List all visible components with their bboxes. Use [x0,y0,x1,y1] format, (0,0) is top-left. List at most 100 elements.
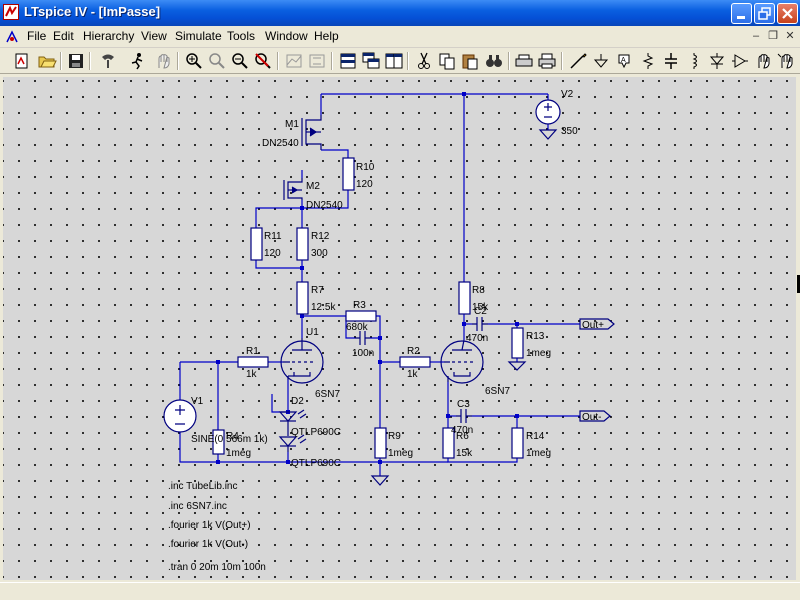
menu-hierarchy[interactable]: Hierarchy [83,29,135,43]
label-u1-model: 6SN7 [315,389,340,400]
mosfet-m2-icon [283,178,303,200]
ltspice-logo-icon [3,4,19,20]
schematic-doc-icon[interactable] [4,29,20,45]
copy-icon[interactable] [437,51,457,71]
ground-icon [538,129,558,140]
label-v1-value: SINE(0 566m 1k) [191,434,268,445]
resistor-r10-icon [342,157,355,191]
label-r12: R12 [311,231,330,242]
close-button[interactable] [777,3,798,24]
window-resize-edge[interactable] [797,275,800,293]
mosfet-m1-icon [301,115,322,150]
label-r14: R14 [526,431,545,442]
wire-icon[interactable] [568,51,588,71]
ground-icon[interactable] [591,51,611,71]
label-r8-value: 15k [472,302,489,313]
component-labels: M1 DN2540 M2 DN2540 R10 120 R11 120 R12 … [191,89,604,469]
label-r11-value: 120 [264,248,281,259]
label-m1: M1 [285,119,299,130]
label-icon[interactable]: A [614,51,634,71]
halt-icon[interactable] [153,51,173,71]
fit-icon[interactable] [307,51,327,71]
label-m2-model: DN2540 [306,200,343,211]
mdi-close-button[interactable]: ✕ [785,30,795,42]
tile-vertical-icon[interactable] [384,51,404,71]
cut-icon[interactable] [414,51,434,71]
run-icon[interactable] [128,51,148,71]
menu-tools[interactable]: Tools [227,29,256,43]
label-r3: R3 [353,300,366,311]
label-v2: V2 [561,89,574,100]
directive-fourier-outminus[interactable]: .fourier 1k V(Out-) [168,539,248,550]
schematic-window: M1 DN2540 M2 DN2540 R10 120 R11 120 R12 … [0,75,800,582]
label-r12-value: 300 [311,248,328,259]
schematic-canvas[interactable]: M1 DN2540 M2 DN2540 R10 120 R11 120 R12 … [3,77,796,580]
menu-window[interactable]: Window [265,29,308,43]
mdi-restore-button[interactable]: ❐ [768,30,778,42]
find-icon[interactable] [484,51,504,71]
resistor-icon[interactable] [638,51,658,71]
junction-dots [216,92,519,464]
move-icon[interactable] [753,51,773,71]
inductor-icon[interactable] [684,51,704,71]
restore-button[interactable] [754,3,775,24]
menu-view[interactable]: View [141,29,167,43]
zoom-in-icon[interactable] [184,51,204,71]
label-r1: R1 [246,346,259,357]
title-bar: LTspice IV - [ImPasse] [0,0,800,26]
paste-icon[interactable] [460,51,480,71]
voltage-source-v2-icon [535,99,561,125]
open-icon[interactable] [37,51,57,71]
resistor-r2-icon [399,356,431,368]
cascade-icon[interactable] [361,51,381,71]
ground-icon [370,475,390,486]
directive-inc-tubelib[interactable]: .inc TubeLib.inc [168,481,238,492]
zoom-pan-icon[interactable] [207,51,227,71]
save-icon[interactable] [66,51,86,71]
minimize-button[interactable] [731,3,752,24]
label-r7-value: 12.5k [311,302,336,313]
mdi-minimize-button[interactable]: – [752,30,760,42]
drag-icon[interactable] [776,51,796,71]
label-c3: C3 [457,399,470,410]
label-r8: R8 [472,285,485,296]
label-r9-value: 1meg [388,448,413,459]
directive-tran[interactable]: .tran 0 20m 10m 100n [168,562,266,573]
control-panel-icon[interactable] [98,51,118,71]
net-label-out-minus: Out- [582,412,601,423]
autorange-icon[interactable] [284,51,304,71]
label-d3-model: QTLP690C [291,458,341,469]
voltage-source-v1-icon [163,399,197,433]
label-m2: M2 [306,181,320,192]
triode-u1-icon [280,338,324,384]
toolbar: A [0,48,800,74]
menu-simulate[interactable]: Simulate [175,29,222,43]
label-r4-value: 1meg [226,448,251,459]
capacitor-icon[interactable] [661,51,681,71]
resistor-r4-icon [212,429,225,455]
label-r10-value: 120 [356,179,373,190]
label-c2-value: 470n [466,333,488,344]
resistor-r1-icon [237,356,269,368]
menu-file[interactable]: File [27,29,47,43]
label-r1-value: 1k [246,369,258,380]
directive-fourier-outplus[interactable]: .fourier 1k V(Out+) [168,520,251,531]
led-d2-icon [278,409,307,436]
component-icon[interactable] [730,51,750,71]
new-schematic-icon[interactable] [12,51,32,71]
menu-help[interactable]: Help [314,29,339,43]
diode-icon[interactable] [707,51,727,71]
label-r6: R6 [456,431,469,442]
wires [179,93,580,476]
print-setup-icon[interactable] [514,51,534,71]
print-icon[interactable] [537,51,557,71]
label-c2: C2 [474,306,487,317]
menu-edit[interactable]: Edit [53,29,74,43]
tile-horizontal-icon[interactable] [338,51,358,71]
zoom-out-icon[interactable] [230,51,250,71]
directive-inc-6sn7[interactable]: .inc 6SN7.inc [168,501,227,512]
resistor-r7-icon [296,281,309,315]
zoom-cancel-icon[interactable] [253,51,273,71]
net-label-out-plus-icon [579,318,615,330]
label-r11: R11 [264,231,282,242]
